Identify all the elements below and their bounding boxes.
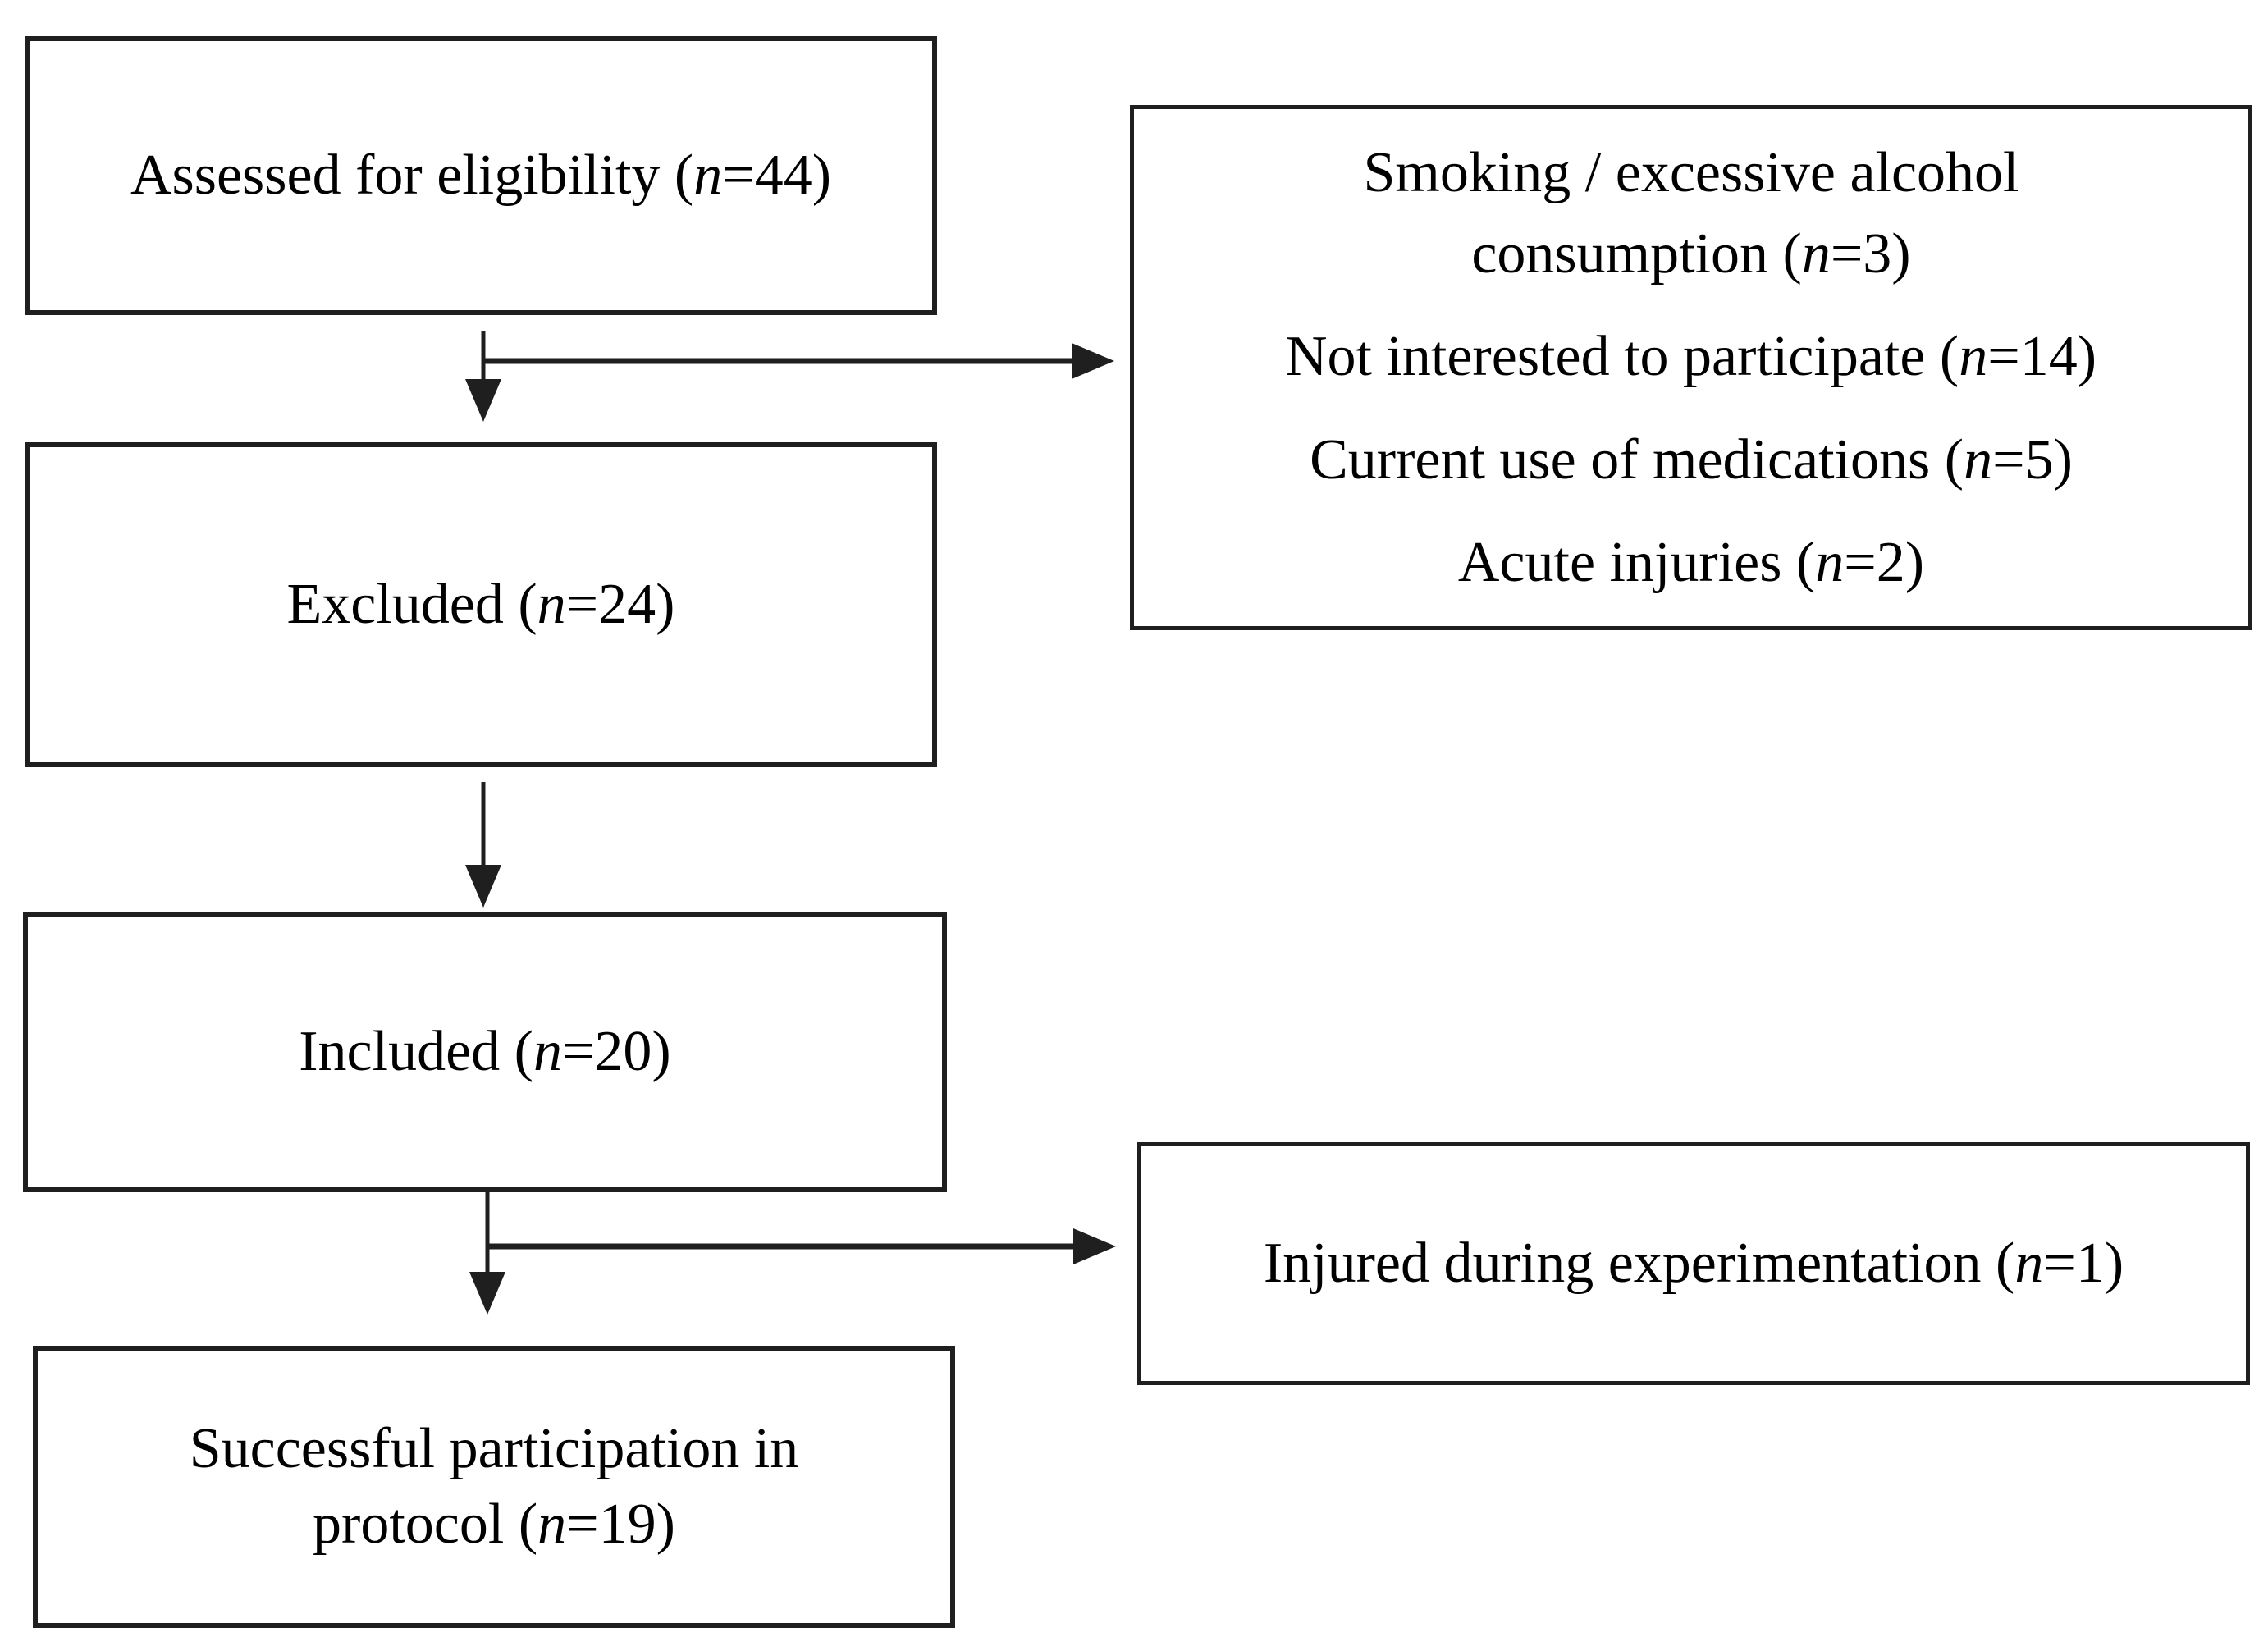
- n-variable: n: [537, 1493, 567, 1556]
- exclusion-reasons-list: Smoking / excessive alcohol consumption …: [1261, 124, 2121, 612]
- injured-label: Injured during experimentation (n=1): [1247, 1226, 2140, 1301]
- n-variable: n: [2014, 1231, 2044, 1295]
- n-variable: n: [1801, 222, 1831, 286]
- count-text: =20): [561, 1020, 671, 1084]
- label-text: Smoking / excessive alcohol consumption …: [1363, 140, 2019, 286]
- exclusion-reason-item: Not interested to participate (n=14): [1286, 316, 2097, 397]
- n-variable: n: [1815, 531, 1845, 595]
- arrowhead-right-icon: [1072, 343, 1114, 379]
- exclusion-reason-item: Smoking / excessive alcohol consumption …: [1286, 132, 2097, 295]
- count-text: =44): [722, 143, 832, 207]
- label-text: Acute injuries (: [1457, 531, 1816, 595]
- n-variable: n: [1964, 428, 1993, 492]
- excluded-label: Excluded (n=24): [271, 567, 692, 642]
- box-included: Included (n=20): [23, 912, 947, 1192]
- included-label: Included (n=20): [282, 1014, 688, 1090]
- n-variable: n: [1959, 325, 1988, 389]
- arrowhead-right-icon: [1073, 1228, 1116, 1264]
- label-text: Successful participation in protocol (: [189, 1416, 799, 1556]
- assessed-label: Assessed for eligibility (n=44): [114, 138, 848, 213]
- count-text: =24): [565, 572, 675, 636]
- label-text: Excluded (: [286, 572, 537, 636]
- n-variable: n: [693, 143, 723, 207]
- exclusion-reason-item: Current use of medications (n=5): [1286, 419, 2097, 501]
- label-text: Current use of medications (: [1310, 428, 1964, 492]
- arrowhead-down-icon: [465, 379, 501, 422]
- box-assessed: Assessed for eligibility (n=44): [25, 36, 937, 315]
- n-variable: n: [533, 1020, 562, 1084]
- label-text: Included (: [299, 1020, 533, 1084]
- label-text: Not interested to participate (: [1285, 325, 1959, 389]
- box-exclusion-reasons: Smoking / excessive alcohol consumption …: [1130, 105, 2252, 630]
- exclusion-reason-item: Acute injuries (n=2): [1286, 522, 2097, 603]
- box-injured: Injured during experimentation (n=1): [1137, 1142, 2250, 1385]
- count-text: =19): [566, 1493, 675, 1556]
- successful-label: Successful participation in protocol (n=…: [173, 1411, 816, 1563]
- box-excluded: Excluded (n=24): [25, 442, 937, 767]
- arrowhead-down-icon: [465, 865, 501, 908]
- count-text: =14): [1987, 325, 2097, 389]
- count-text: =5): [1992, 428, 2073, 492]
- label-text: Assessed for eligibility (: [130, 143, 694, 207]
- box-successful: Successful participation in protocol (n=…: [33, 1346, 955, 1628]
- label-text: Injured during experimentation (: [1263, 1231, 2015, 1295]
- n-variable: n: [537, 572, 566, 636]
- count-text: =2): [1844, 531, 1925, 595]
- count-text: =1): [2043, 1231, 2124, 1295]
- arrowhead-down-icon: [469, 1272, 505, 1315]
- count-text: =3): [1830, 222, 1911, 286]
